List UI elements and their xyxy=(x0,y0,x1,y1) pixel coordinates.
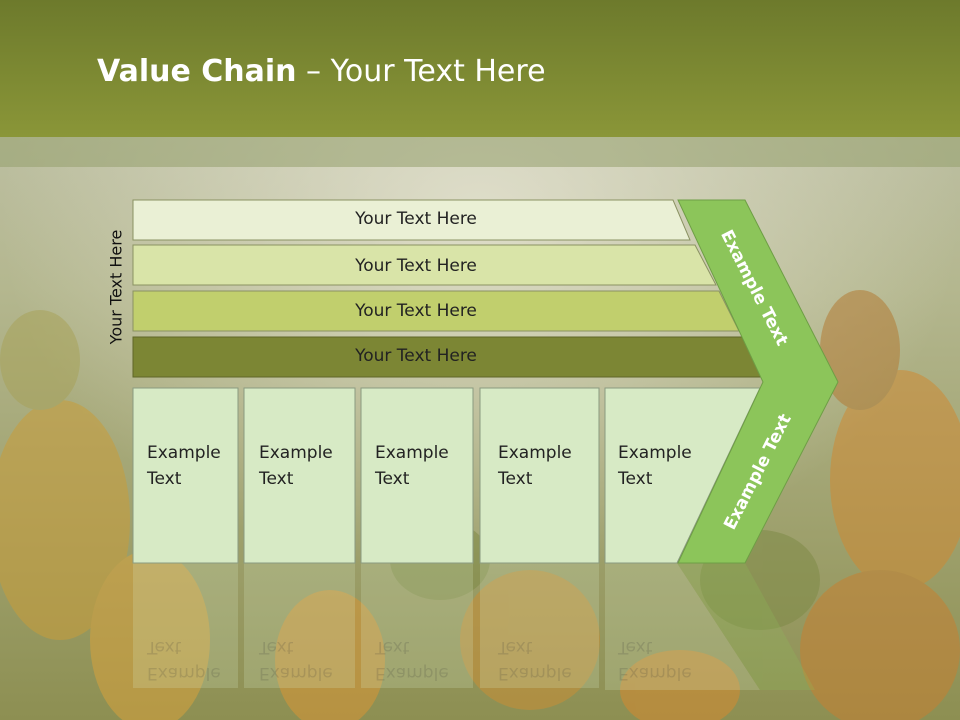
box-4 xyxy=(479,387,600,564)
row-label-3: Your Text Here xyxy=(355,301,477,321)
chevron-arrow xyxy=(677,199,839,564)
box-text-2-line2: Text xyxy=(259,469,294,489)
side-label-text: Your Text Here xyxy=(106,229,126,345)
box-3 xyxy=(360,387,474,564)
box-text-5-line2: Text xyxy=(618,469,653,489)
reflection-text-5: Example Text xyxy=(618,634,692,686)
header-bar xyxy=(0,0,960,137)
reflection-text-2: Example Text xyxy=(259,634,333,686)
reflection-text-1-line1: Example xyxy=(147,663,221,683)
reflection-text-3: Example Text xyxy=(375,634,449,686)
reflection-text-1-line2: Text xyxy=(147,637,182,657)
reflection-text-4: Example Text xyxy=(498,634,572,686)
header-strip xyxy=(0,137,960,167)
reflection xyxy=(133,563,815,690)
box-text-4-line1: Example xyxy=(498,443,572,463)
slide-title: Value Chain – Your Text Here xyxy=(97,54,546,89)
reflection-text-3-line2: Text xyxy=(375,637,410,657)
box-text-2-line1: Example xyxy=(259,443,333,463)
row-label-2: Your Text Here xyxy=(355,256,477,276)
title-rest: – Your Text Here xyxy=(296,54,546,89)
reflection-text-2-line1: Example xyxy=(259,663,333,683)
row-label-1: Your Text Here xyxy=(355,209,477,229)
box-2 xyxy=(243,387,356,564)
reflection-text-5-line2: Text xyxy=(618,637,653,657)
row-label-4: Your Text Here xyxy=(355,346,477,366)
box-text-5-line1: Example xyxy=(618,443,692,463)
box-5 xyxy=(604,387,761,564)
box-text-1-line1: Example xyxy=(147,443,221,463)
box-text-3-line1: Example xyxy=(375,443,449,463)
box-text-1-line2: Text xyxy=(147,469,182,489)
reflection-text-2-line2: Text xyxy=(259,637,294,657)
reflection-text-4-line1: Example xyxy=(498,663,572,683)
box-1 xyxy=(132,387,239,564)
reflection-text-5-line1: Example xyxy=(618,663,692,683)
reflection-text-3-line1: Example xyxy=(375,663,449,683)
title-bold: Value Chain xyxy=(97,54,297,89)
reflection-text-4-line2: Text xyxy=(498,637,533,657)
box-text-4-line2: Text xyxy=(498,469,533,489)
row-bar-1 xyxy=(132,199,691,241)
box-text-3-line2: Text xyxy=(375,469,410,489)
reflection-text-1: Example Text xyxy=(147,634,221,686)
row-bar-2 xyxy=(132,244,717,286)
